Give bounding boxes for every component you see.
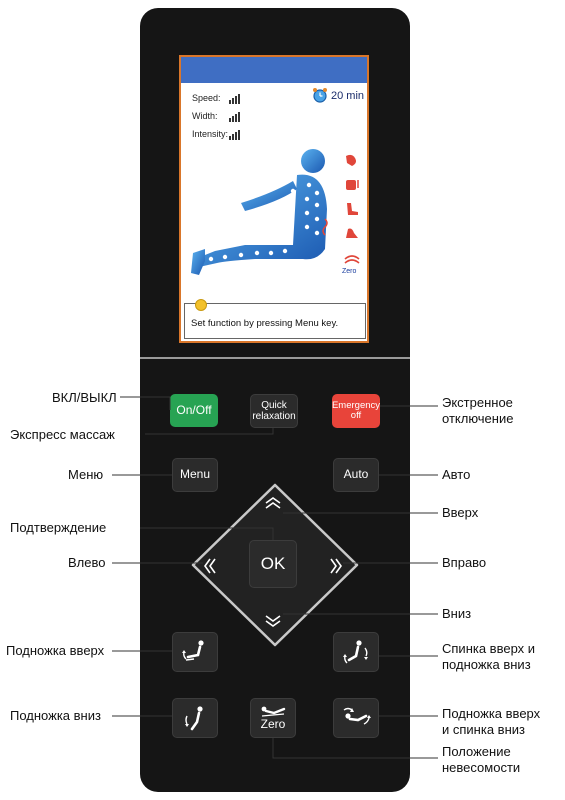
intensity-level-bars	[229, 130, 240, 140]
footrest-up-icon	[182, 640, 204, 661]
on-off-button[interactable]: On/Off	[170, 394, 218, 427]
auto-button-label: Auto	[343, 467, 369, 482]
label-left: Влево	[68, 555, 106, 570]
quick-relaxation-label-line1: Quick	[261, 400, 287, 411]
emergency-label-line2: off	[350, 410, 362, 421]
footrest-up-button[interactable]	[172, 632, 218, 672]
intensity-label: Intensity:	[192, 129, 229, 139]
label-on-off: ВКЛ/ВЫКЛ	[52, 390, 117, 405]
zero-gravity-button[interactable]: Zero	[250, 698, 296, 738]
zero-gravity-mode-icon	[344, 255, 360, 264]
label-confirm: Подтверждение	[10, 520, 107, 535]
width-level-bars	[229, 112, 240, 122]
backrest-up-footrest-down-button[interactable]	[333, 632, 379, 672]
label-up: Вверх	[442, 505, 479, 520]
label-right: Вправо	[442, 555, 487, 570]
label-quick-massage: Экспресс массаж	[10, 427, 115, 442]
label-foot-up-line1: Подножка вверх	[442, 706, 541, 721]
massage-body-figure-icon	[191, 149, 328, 275]
footrest-down-button[interactable]	[172, 698, 218, 738]
message-text: Set function by pressing Menu key.	[191, 318, 339, 329]
label-zero-line2: невесомости	[442, 760, 521, 775]
up-arrow-icon[interactable]	[263, 496, 283, 510]
remote-divider	[140, 357, 410, 359]
waist-massage-mode-icon	[346, 180, 359, 190]
label-auto: Авто	[442, 467, 471, 482]
lcd-screen: Speed: Width: Intensity: 20 min	[179, 55, 369, 343]
footrest-down-icon	[185, 706, 203, 731]
label-zero-line1: Положение	[442, 744, 511, 759]
screen-header-bar	[181, 57, 367, 83]
backrest-up-footrest-down-icon	[343, 640, 368, 664]
on-off-button-label: On/Off	[176, 402, 212, 417]
label-down: Вниз	[442, 606, 472, 621]
auto-button[interactable]: Auto	[333, 458, 379, 492]
speed-label: Speed:	[192, 93, 221, 103]
alarm-clock-icon	[313, 88, 327, 103]
menu-button-label: Menu	[179, 467, 211, 482]
timer-text: 20 min	[331, 90, 365, 102]
quick-relaxation-button[interactable]: Quick relaxation	[250, 394, 298, 428]
smiley-icon	[195, 299, 207, 311]
label-emergency-line1: Экстренное	[442, 395, 513, 410]
footrest-up-backrest-down-button[interactable]	[333, 698, 379, 738]
leg-massage-mode-icon	[346, 228, 358, 238]
label-footrest-up: Подножка вверх	[6, 643, 105, 658]
emergency-off-button[interactable]: Emergency off	[332, 394, 380, 428]
label-foot-up-line2: и спинка вниз	[442, 722, 525, 737]
menu-button[interactable]: Menu	[172, 458, 218, 492]
quick-relaxation-label-line2: relaxation	[252, 411, 296, 422]
back-massage-mode-icon	[346, 154, 356, 166]
message-box: Set function by pressing Menu key.	[184, 303, 366, 339]
left-arrow-icon[interactable]	[203, 556, 217, 576]
label-back-up-line2: подножка вниз	[442, 657, 531, 672]
zero-gravity-button-label: Zero	[260, 717, 286, 732]
label-emergency-line2: отключение	[442, 411, 514, 426]
speed-level-bars	[229, 94, 240, 104]
label-menu: Меню	[68, 467, 104, 482]
label-footrest-down: Подножка вниз	[10, 708, 101, 723]
down-arrow-icon[interactable]	[263, 614, 283, 628]
footrest-up-backrest-down-icon	[343, 707, 371, 725]
label-back-up-line1: Спинка вверх и	[442, 641, 536, 656]
ok-button[interactable]: OK	[249, 540, 297, 588]
zero-gravity-label: Zero	[342, 268, 357, 275]
seat-massage-mode-icon	[347, 203, 358, 215]
emergency-label-line1: Emergency	[331, 399, 381, 411]
zero-gravity-icon	[261, 707, 286, 718]
right-arrow-icon[interactable]	[329, 556, 343, 576]
width-label: Width:	[192, 111, 218, 121]
ok-button-label: OK	[260, 553, 286, 573]
